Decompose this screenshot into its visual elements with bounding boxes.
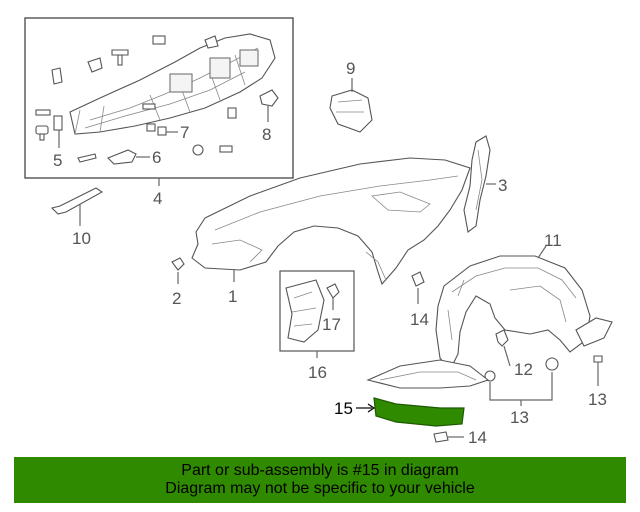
- part-16-mud-flap-kit[interactable]: 17 16: [279, 270, 355, 382]
- part-14-clip-lower[interactable]: 14: [433, 428, 487, 447]
- lower-shield[interactable]: [366, 359, 490, 389]
- callout-14b: 14: [468, 428, 487, 447]
- callout-13: 13: [510, 408, 529, 427]
- info-banner: Part or sub-assembly is #15 in diagram D…: [14, 457, 626, 503]
- callout-9: 9: [346, 59, 355, 78]
- part-12-retainer[interactable]: 12: [495, 329, 533, 379]
- part-2-clip[interactable]: 2: [171, 257, 185, 308]
- callout-8: 8: [262, 125, 271, 144]
- part-5-clip[interactable]: 5: [53, 115, 63, 170]
- part-15-splash-shield[interactable]: 15: [334, 397, 465, 427]
- part-10-support[interactable]: 10: [50, 187, 104, 248]
- part-1-fender[interactable]: 1: [191, 157, 471, 306]
- part-6-bracket[interactable]: 6: [107, 148, 161, 167]
- part-11-wheelhouse-liner[interactable]: 11: [435, 231, 613, 371]
- banner-line-1: Part or sub-assembly is #15 in diagram: [181, 462, 459, 479]
- callout-7: 7: [180, 123, 189, 142]
- part-13-fasteners[interactable]: 13 13: [484, 355, 607, 427]
- fender-parts-diagram: 5 6 7 8 4 10 9 1: [24, 17, 613, 447]
- callout-10: 10: [72, 229, 91, 248]
- inset-fasteners: [35, 35, 237, 163]
- fender-bracket-structure[interactable]: [69, 33, 276, 135]
- callout-13b: 13: [588, 390, 607, 409]
- part-3-seal[interactable]: 3: [463, 135, 507, 233]
- callout-2: 2: [172, 289, 181, 308]
- callout-4: 4: [153, 189, 162, 208]
- callout-17: 17: [322, 315, 341, 334]
- banner-line-2: Diagram may not be specific to your vehi…: [165, 480, 475, 497]
- part-7-nut[interactable]: 7: [157, 123, 189, 142]
- callout-1: 1: [228, 287, 237, 306]
- callout-12: 12: [514, 360, 533, 379]
- part-8-clip[interactable]: 8: [259, 89, 279, 144]
- callout-3: 3: [498, 176, 507, 195]
- callout-15: 15: [334, 399, 353, 418]
- callout-14: 14: [410, 310, 429, 329]
- part-9-insulator[interactable]: 9: [329, 59, 373, 133]
- callout-6: 6: [152, 148, 161, 167]
- callout-5: 5: [53, 151, 62, 170]
- callout-11: 11: [544, 231, 562, 250]
- part-14-clip-upper[interactable]: 14: [410, 271, 429, 329]
- callout-16: 16: [308, 363, 327, 382]
